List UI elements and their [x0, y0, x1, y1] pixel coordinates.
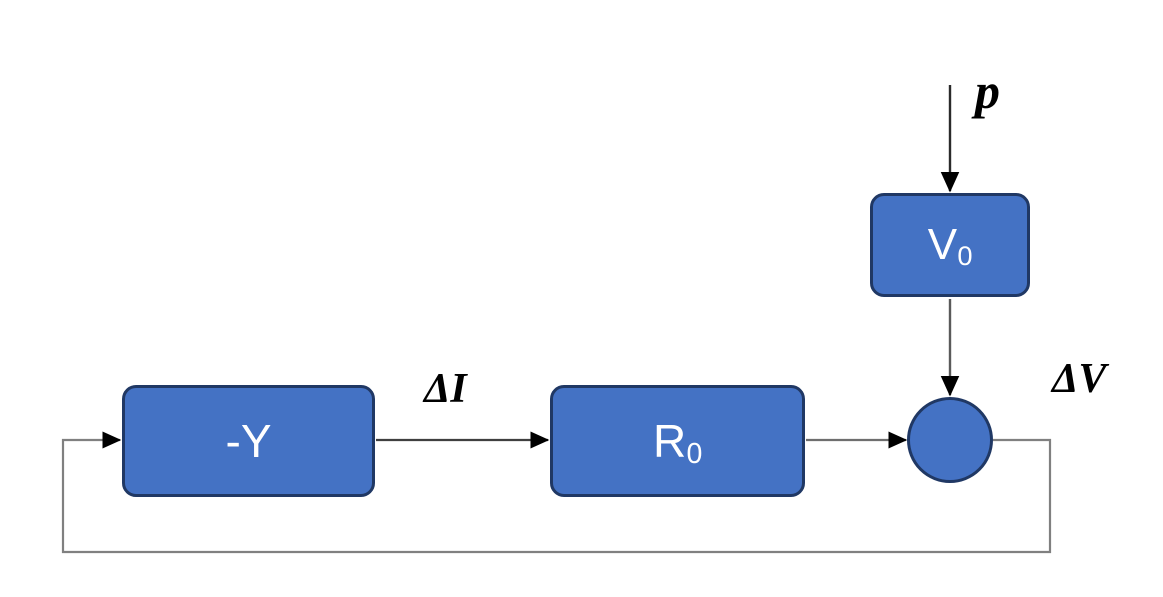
block-neg-y[interactable]: -Y: [122, 385, 375, 497]
block-v0-label: V0: [927, 220, 973, 270]
block-r0-label: R0: [652, 415, 702, 469]
signal-label-delta-v: ΔV: [1052, 356, 1107, 402]
block-r0-label-base: R: [652, 415, 687, 467]
block-v0[interactable]: V0: [870, 193, 1030, 297]
block-v0-label-subscript: 0: [957, 240, 973, 271]
block-r0-label-subscript: 0: [686, 438, 703, 471]
summing-junction-node[interactable]: [907, 397, 993, 483]
block-v0-label-base: V: [927, 220, 958, 269]
connection-feedback-loop: [61, 431, 1052, 554]
signal-label-delta-i: ΔI: [424, 366, 467, 412]
block-neg-y-label: -Y: [225, 415, 272, 467]
signal-label-p: p: [975, 63, 1000, 119]
block-r0[interactable]: R0: [550, 385, 805, 497]
